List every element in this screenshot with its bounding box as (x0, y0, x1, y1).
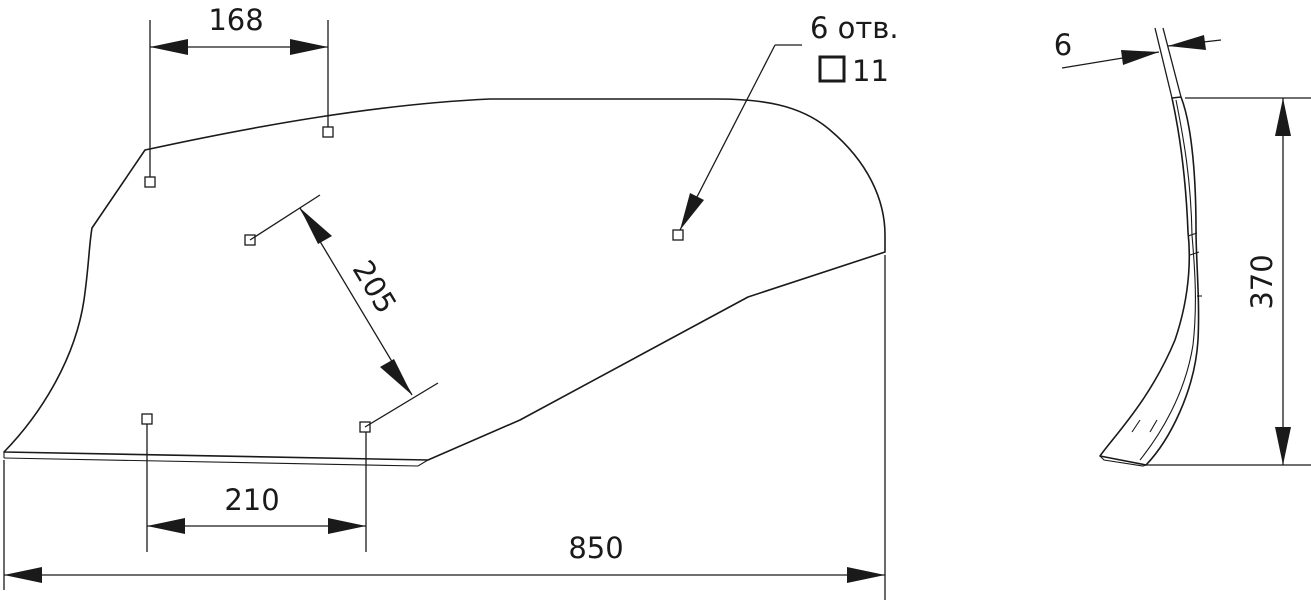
square-hole-icon (818, 55, 846, 83)
mounting-hole (672, 229, 684, 241)
arrow-head (290, 39, 328, 55)
side-profile-bevel (1099, 455, 1147, 467)
arrow-head (4, 567, 42, 583)
arrow-head (847, 567, 885, 583)
arrow-head (680, 193, 704, 230)
hole-callout: 6 отв. 11 (679, 11, 899, 231)
arrow-head (150, 39, 188, 55)
mounting-hole (144, 176, 156, 188)
blade-edge-line (3, 457, 429, 467)
dimension-thickness: 6 (1054, 27, 1222, 99)
dimension-top-spacing: 168 (149, 3, 329, 177)
arrow-head (380, 359, 412, 395)
blade-outline (3, 98, 886, 461)
arrow-head (300, 208, 332, 244)
arrow-head (1168, 35, 1206, 50)
dimension-bottom-spacing: 210 (146, 424, 367, 552)
dimension-height: 370 (1146, 97, 1311, 466)
arrow-head (1121, 50, 1159, 65)
arrow-head (328, 518, 366, 534)
hole-count-text: 6 отв. (810, 11, 899, 45)
dimension-label-205: 205 (346, 254, 404, 319)
side-profile-outline (1099, 96, 1200, 466)
dimension-overall-length: 850 (3, 255, 886, 600)
arrow-head (1275, 427, 1291, 465)
arrow-head (1275, 98, 1291, 136)
mounting-hole (141, 413, 153, 425)
front-view (3, 98, 886, 467)
side-view (1099, 96, 1202, 467)
hole-size-text: 11 (852, 54, 889, 88)
dimension-diagonal-spacing: 205 (249, 194, 439, 428)
side-profile-inner (1139, 99, 1196, 461)
arrow-head (147, 518, 185, 534)
dimension-label-6: 6 (1054, 28, 1072, 62)
dimension-label-370: 370 (1245, 254, 1279, 309)
dimension-label-850: 850 (568, 531, 623, 565)
dimension-label-168: 168 (208, 3, 263, 37)
dimension-label-210: 210 (224, 483, 279, 517)
mounting-hole (322, 126, 334, 138)
